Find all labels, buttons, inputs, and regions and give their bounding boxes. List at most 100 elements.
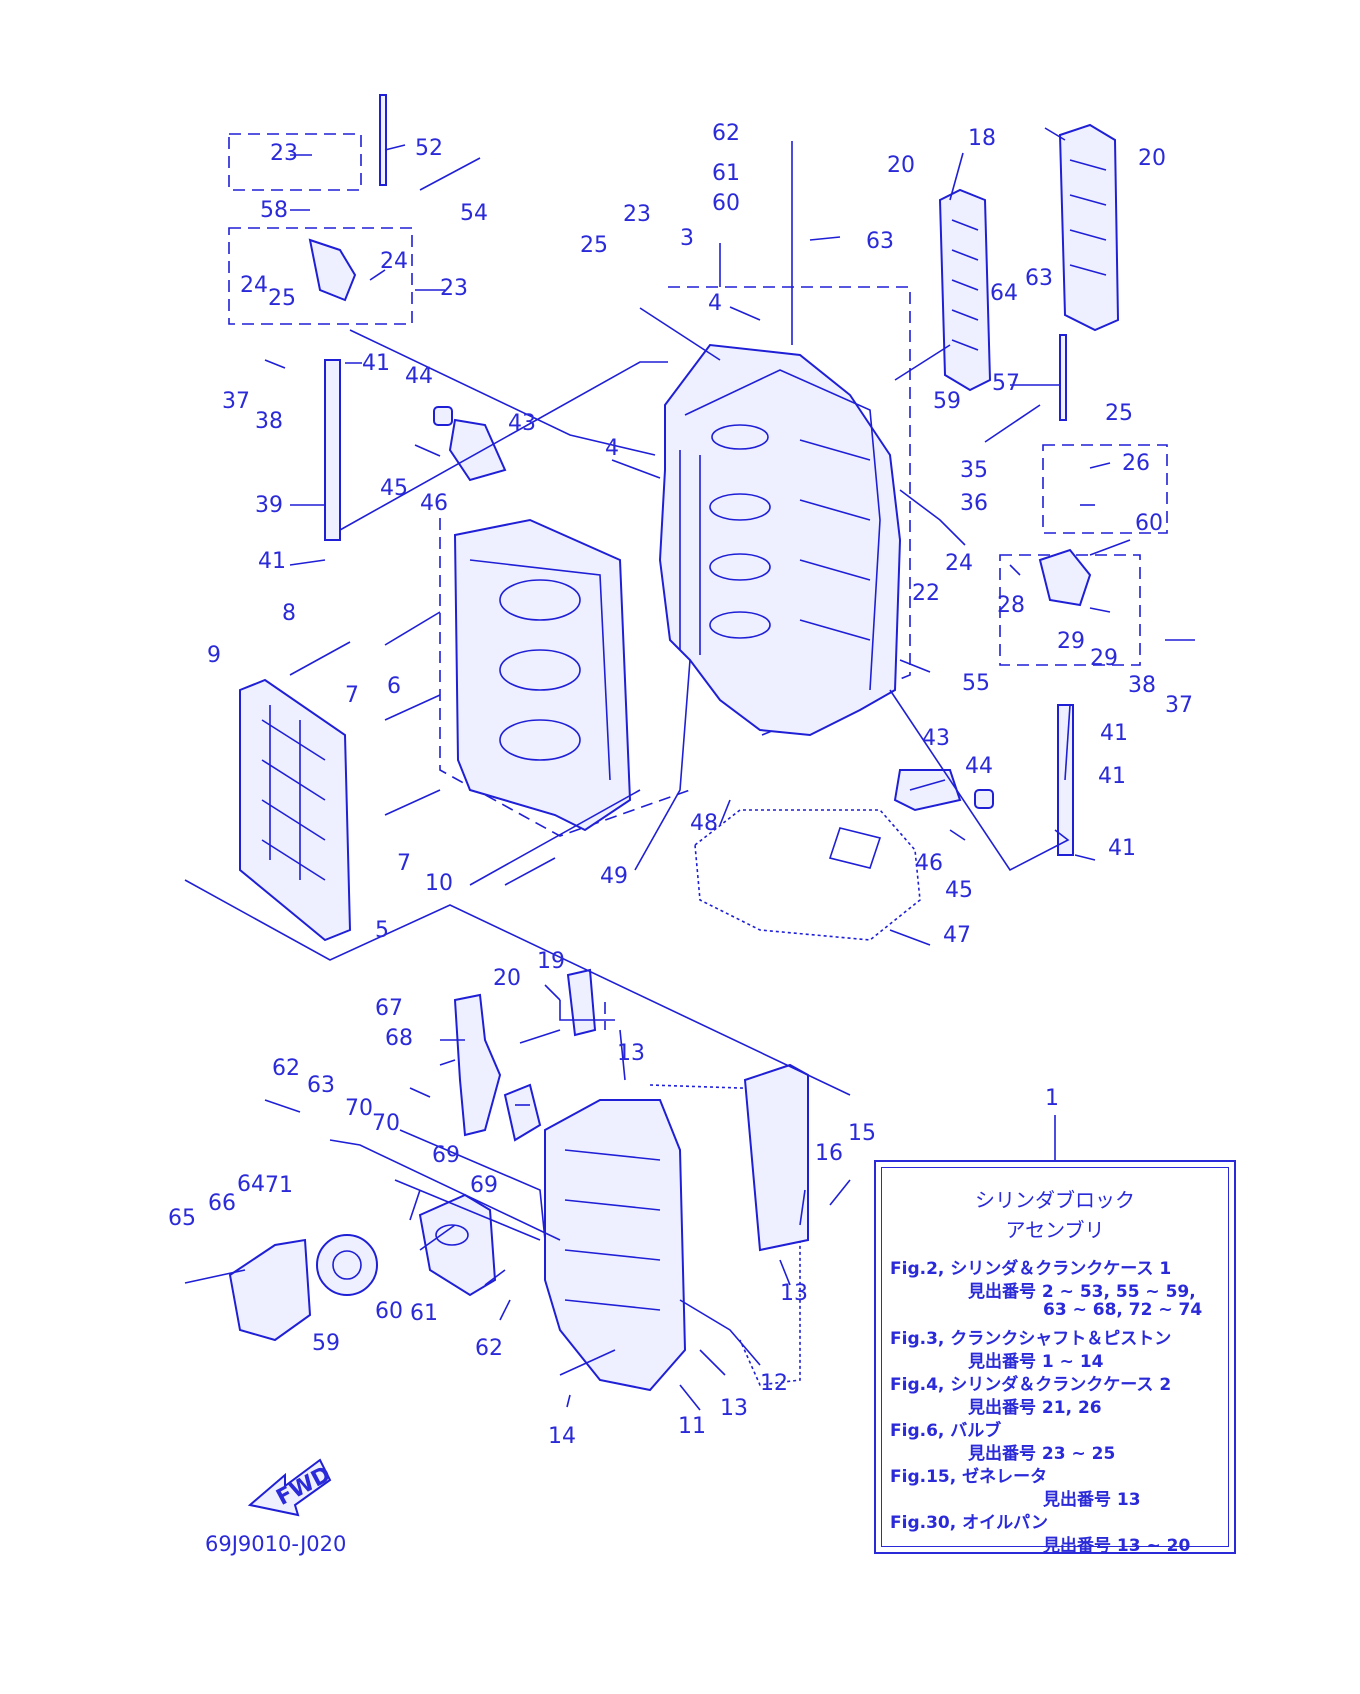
- reference-fig-6: Fig.6, バルブ: [890, 1421, 1002, 1441]
- callout: 67: [375, 996, 403, 1021]
- callout: 64: [237, 1172, 265, 1197]
- leader-lines: [184, 127, 1131, 1411]
- callout: 48: [690, 811, 718, 836]
- reference-title-2: アセンブリ: [1005, 1218, 1105, 1242]
- callout: 35: [960, 458, 988, 483]
- lower-crankcase: [544, 1063, 809, 1392]
- reference-fig-15: Fig.15, ゼネレータ: [890, 1467, 1048, 1487]
- callout: 57: [992, 371, 1020, 396]
- reference-fig-15-line1: 見出番号 13: [1043, 1490, 1141, 1510]
- callout: 29: [1057, 629, 1085, 654]
- callout: 43: [922, 726, 950, 751]
- callout: 70: [372, 1111, 400, 1136]
- callout: 4: [708, 291, 722, 316]
- callout: 28: [997, 593, 1025, 618]
- exhaust-cover: [239, 678, 352, 942]
- callout: 9: [207, 643, 221, 668]
- fwd-arrow-icon: FWD: [247, 1458, 335, 1517]
- upper-left-housing: [308, 94, 387, 541]
- callout: 20: [887, 153, 915, 178]
- callout: 46: [420, 491, 448, 516]
- rods-70: [419, 157, 1041, 443]
- callout: 7: [397, 851, 411, 876]
- callout: 60: [375, 1299, 403, 1324]
- dashed-box-25: [228, 227, 413, 325]
- callout: 60: [712, 191, 740, 216]
- crankcase-cover: [453, 518, 632, 832]
- callout: 23: [623, 202, 651, 227]
- callout: 65: [168, 1206, 196, 1231]
- callout: 16: [815, 1141, 843, 1166]
- callout: 64: [990, 281, 1018, 306]
- callout: 3: [680, 226, 694, 251]
- callout: 60: [1135, 511, 1163, 536]
- reference-fig-30: Fig.30, オイルパン: [890, 1513, 1048, 1533]
- callout: 25: [1105, 401, 1133, 426]
- callout: 18: [968, 126, 996, 151]
- callout: 41: [1098, 764, 1126, 789]
- callout: 44: [965, 754, 993, 779]
- dashed-box-30: [1042, 444, 1168, 534]
- callout: 10: [425, 871, 453, 896]
- callout: 24: [240, 273, 268, 298]
- callout: 61: [410, 1301, 438, 1326]
- callout: 46: [915, 851, 943, 876]
- callout: 66: [208, 1191, 236, 1216]
- callout: 8: [282, 601, 296, 626]
- callout: 43: [508, 411, 536, 436]
- callout: 63: [307, 1073, 335, 1098]
- callout: 41: [362, 351, 390, 376]
- callout: 45: [380, 476, 408, 501]
- reference-fig-2-line2: 63 ~ 68, 72 ~ 74: [1043, 1300, 1203, 1320]
- callout: 63: [866, 229, 894, 254]
- callout: 62: [272, 1056, 300, 1081]
- callout: 7: [345, 683, 359, 708]
- reference-fig-3: Fig.3, クランクシャフト＆ピストン: [890, 1329, 1172, 1349]
- callout: 26: [1122, 451, 1150, 476]
- brackets: [433, 406, 994, 812]
- callout: 39: [255, 493, 283, 518]
- fwd-label: FWD: [272, 1462, 335, 1511]
- callout: 20: [493, 966, 521, 991]
- callout: 14: [548, 1424, 576, 1449]
- callout: 6: [387, 674, 401, 699]
- reference-fig-4-line1: 見出番号 21, 26: [968, 1398, 1102, 1418]
- callout: 61: [712, 161, 740, 186]
- callout: 5: [375, 918, 389, 943]
- reference-box: シリンダブロック アセンブリ Fig.2, シリンダ＆クランクケース 1 見出番…: [874, 1160, 1236, 1556]
- callout: 15: [848, 1121, 876, 1146]
- callout: 24: [945, 551, 973, 576]
- callout: 13: [720, 1396, 748, 1421]
- reference-fig-2-line1: 見出番号 2 ~ 53, 55 ~ 59,: [968, 1282, 1196, 1302]
- callout: 24: [380, 249, 408, 274]
- reference-fig-4: Fig.4, シリンダ＆クランクケース 2: [890, 1375, 1172, 1395]
- callout: 69: [470, 1173, 498, 1198]
- callout: 4: [605, 436, 619, 461]
- callout: 12: [760, 1371, 788, 1396]
- callout: 49: [600, 864, 628, 889]
- callout: 13: [780, 1281, 808, 1306]
- oil-filter-parts: [228, 968, 597, 1342]
- callout: 54: [460, 201, 488, 226]
- callout: 25: [580, 233, 608, 258]
- callout: 69: [432, 1143, 460, 1168]
- callout: 11: [678, 1414, 706, 1439]
- callout: 38: [1128, 673, 1156, 698]
- callout: 13: [617, 1041, 645, 1066]
- gasket-42: [694, 809, 921, 941]
- cylinder-block: [658, 343, 902, 737]
- callout: 38: [255, 409, 283, 434]
- callout: 55: [962, 671, 990, 696]
- bolts: [184, 359, 1195, 1376]
- callout: 47: [943, 923, 971, 948]
- callout: 71: [265, 1173, 293, 1198]
- callout: 36: [960, 491, 988, 516]
- dashed-cylinder-box: [439, 518, 691, 837]
- reference-title-1: シリンダブロック: [975, 1188, 1135, 1212]
- callout-numbers: 23 52 58 54 24 24 25 23 41 37 38 44 43 4…: [168, 121, 1193, 1449]
- callout: 22: [912, 581, 940, 606]
- callout: 25: [268, 286, 296, 311]
- reference-fig-3-line1: 見出番号 1 ~ 14: [968, 1352, 1104, 1372]
- reference-fig-6-line1: 見出番号 23 ~ 25: [968, 1444, 1116, 1464]
- reference-fig-30-line1: 見出番号 13 ~ 20: [1043, 1536, 1191, 1556]
